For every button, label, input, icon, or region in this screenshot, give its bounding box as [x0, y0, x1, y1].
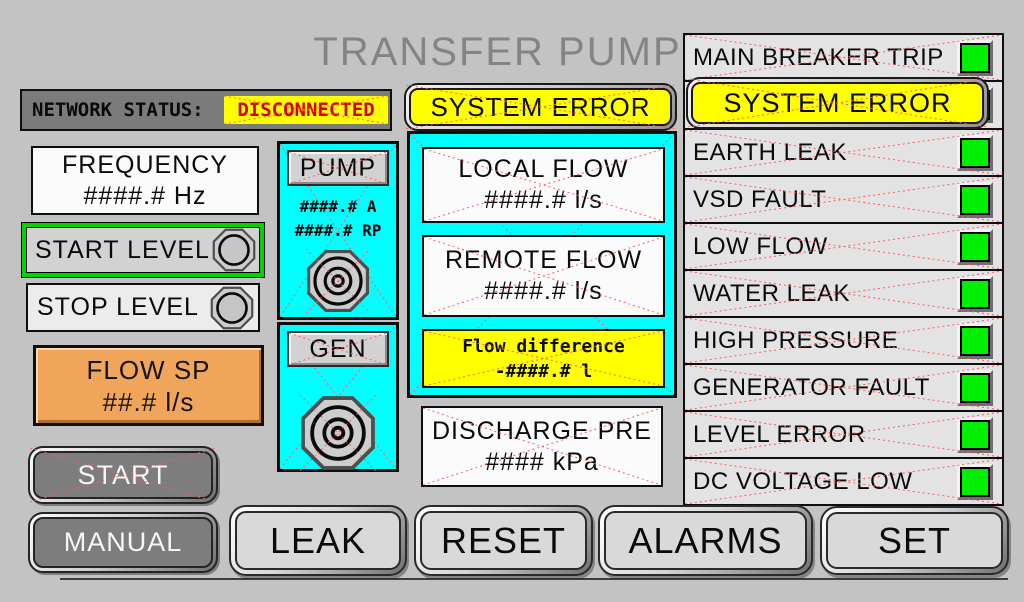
remote-flow-value: ####.# l/s	[484, 277, 603, 305]
alarm-indicator	[957, 369, 993, 406]
local-flow-value: ####.# l/s	[484, 186, 603, 214]
gen-octagon-button[interactable]	[300, 395, 376, 471]
alarm-label: LEVEL ERROR	[693, 420, 866, 448]
flow-panel: LOCAL FLOW ####.# l/s REMOTE FLOW ####.#…	[407, 131, 677, 398]
system-error-button[interactable]: SYSTEM ERROR	[404, 83, 677, 131]
system-error-button-label: SYSTEM ERROR	[430, 91, 651, 122]
pump-speed-value: ####.# RP	[294, 221, 382, 240]
alarm-system-error-button-label: SYSTEM ERROR	[723, 87, 952, 118]
network-status-label: NETWORK STATUS:	[32, 99, 204, 121]
generator-icon	[301, 396, 375, 470]
flow-setpoint-value: ##.# l/s	[102, 386, 195, 417]
reset-button-label: RESET	[440, 519, 567, 561]
alarm-indicator	[957, 39, 993, 76]
flow-difference-value: -####.# l	[494, 360, 593, 382]
alarm-indicator	[957, 134, 993, 171]
stop-level-label: STOP LEVEL	[37, 293, 199, 321]
alarm-row-level-error: LEVEL ERROR	[683, 410, 1004, 459]
alarm-indicator	[957, 322, 993, 359]
alarm-label: HIGH PRESSURE	[693, 326, 899, 354]
frequency-display: FREQUENCY ####.# Hz	[31, 146, 259, 215]
alarm-indicator	[957, 275, 993, 312]
network-status-bar: NETWORK STATUS: DISCONNECTED	[20, 89, 392, 131]
alarm-label: MAIN BREAKER TRIP	[693, 43, 944, 71]
leak-button[interactable]: LEAK	[229, 505, 407, 576]
pump-values: ####.# A ####.# RP	[280, 195, 396, 243]
alarm-indicator	[957, 416, 993, 453]
flow-setpoint-display[interactable]: FLOW SP ##.# l/s	[33, 345, 264, 426]
generator-panel: GEN	[277, 322, 399, 472]
leak-button-label: LEAK	[269, 519, 367, 561]
set-button-label: SET	[877, 519, 951, 561]
pump-panel: PUMP ####.# A ####.# RP	[277, 141, 399, 320]
alarm-panel: MAIN BREAKER TRIP EARTH LEAK VSD FAULT L…	[683, 33, 1004, 508]
set-button[interactable]: SET	[820, 506, 1009, 575]
alarm-label: GENERATOR FAULT	[693, 373, 930, 401]
alarm-indicator	[957, 463, 993, 500]
alarm-row-earth-leak: EARTH LEAK	[683, 128, 1004, 177]
start-level-row[interactable]: START LEVEL	[22, 223, 264, 277]
pump-current-value: ####.# A	[299, 197, 377, 216]
frequency-value: ####.# Hz	[83, 181, 207, 210]
gen-button-label: GEN	[309, 334, 367, 363]
alarm-label: EARTH LEAK	[693, 138, 847, 166]
discharge-pressure-value: #### kPa	[485, 447, 599, 476]
discharge-pressure-label: DISCHARGE PRE	[432, 416, 652, 445]
discharge-pressure-display: DISCHARGE PRE #### kPa	[421, 406, 663, 487]
alarm-label: WATER LEAK	[693, 279, 851, 307]
alarm-label: VSD FAULT	[693, 185, 827, 213]
stop-level-row[interactable]: STOP LEVEL	[26, 283, 260, 332]
start-button[interactable]: START	[28, 446, 218, 504]
alarm-row-main-breaker-trip: MAIN BREAKER TRIP	[683, 33, 1004, 82]
page-title: TRANSFER PUMP	[313, 30, 682, 74]
start-level-lamp-icon	[212, 228, 256, 272]
alarm-row-generator-fault: GENERATOR FAULT	[683, 363, 1004, 412]
alarm-label: LOW FLOW	[693, 232, 828, 260]
alarm-row-water-leak: WATER LEAK	[683, 269, 1004, 318]
manual-button-label: MANUAL	[63, 527, 183, 557]
flow-difference-label: Flow difference	[462, 335, 625, 357]
network-status-value: DISCONNECTED	[224, 96, 388, 124]
reset-button[interactable]: RESET	[414, 505, 593, 576]
flow-difference-display: Flow difference -####.# l	[422, 329, 665, 388]
manual-button[interactable]: MANUAL	[28, 512, 218, 573]
alarm-indicator	[957, 181, 993, 218]
alarms-button[interactable]: ALARMS	[598, 505, 813, 576]
pump-button[interactable]: PUMP	[287, 150, 389, 186]
stop-level-lamp-icon	[210, 286, 254, 329]
local-flow-display: LOCAL FLOW ####.# l/s	[422, 147, 665, 223]
alarm-row-dc-voltage-low: DC VOLTAGE LOW	[683, 457, 1004, 506]
alarm-row-vsd-fault: VSD FAULT	[683, 175, 1004, 224]
alarm-row-high-pressure: HIGH PRESSURE	[683, 316, 1004, 365]
remote-flow-display: REMOTE FLOW ####.# l/s	[422, 235, 665, 317]
alarm-indicator	[957, 228, 993, 265]
local-flow-label: LOCAL FLOW	[458, 155, 629, 183]
pump-button-label: PUMP	[299, 153, 377, 182]
alarm-row-low-flow: LOW FLOW	[683, 222, 1004, 271]
alarm-label: DC VOLTAGE LOW	[693, 467, 913, 495]
frequency-label: FREQUENCY	[62, 150, 228, 179]
pump-icon	[306, 249, 370, 313]
alarms-button-label: ALARMS	[628, 519, 783, 561]
start-button-label: START	[77, 459, 169, 490]
bottom-divider-line	[60, 578, 1008, 580]
alarm-system-error-button[interactable]: SYSTEM ERROR	[686, 77, 989, 129]
flow-setpoint-label: FLOW SP	[86, 354, 211, 385]
start-level-label: START LEVEL	[35, 235, 210, 264]
remote-flow-label: REMOTE FLOW	[444, 246, 643, 274]
pump-octagon-button[interactable]	[306, 249, 370, 313]
gen-button[interactable]: GEN	[287, 331, 389, 367]
